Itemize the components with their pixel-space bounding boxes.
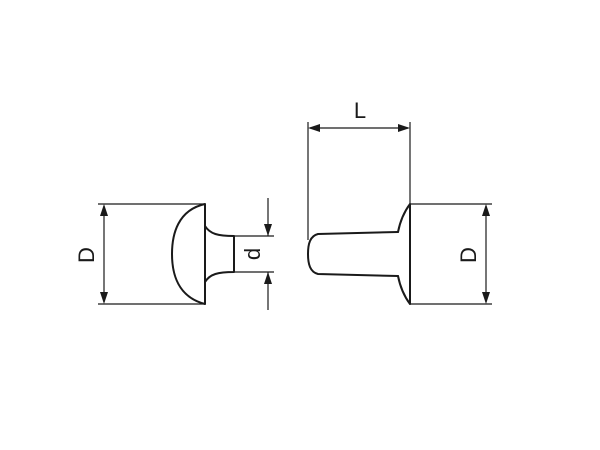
arrow-up <box>482 204 490 216</box>
rivet-shank-outline <box>204 225 235 283</box>
arrow-left <box>308 124 320 132</box>
rivet-flange-outline <box>397 203 411 305</box>
rivet-side-view <box>171 203 235 305</box>
label-shank-diameter: d <box>240 248 265 260</box>
dimension-length: L <box>307 98 411 240</box>
label-length: L <box>354 98 366 123</box>
arrow-up <box>264 272 272 284</box>
label-head-diameter-left: D <box>74 247 99 263</box>
rivet-head-outline <box>171 203 206 305</box>
rivet-top-view <box>307 203 411 305</box>
arrow-up <box>100 204 108 216</box>
label-head-diameter-right: D <box>456 247 481 263</box>
dimension-head-diameter-right: D <box>410 203 492 305</box>
arrow-down <box>100 292 108 304</box>
rivet-shank-outline <box>307 231 399 277</box>
dimension-shank-diameter: d <box>234 198 274 310</box>
dimension-head-diameter-left: D <box>74 203 205 305</box>
arrow-right <box>398 124 410 132</box>
arrow-down <box>482 292 490 304</box>
arrow-down <box>264 224 272 236</box>
